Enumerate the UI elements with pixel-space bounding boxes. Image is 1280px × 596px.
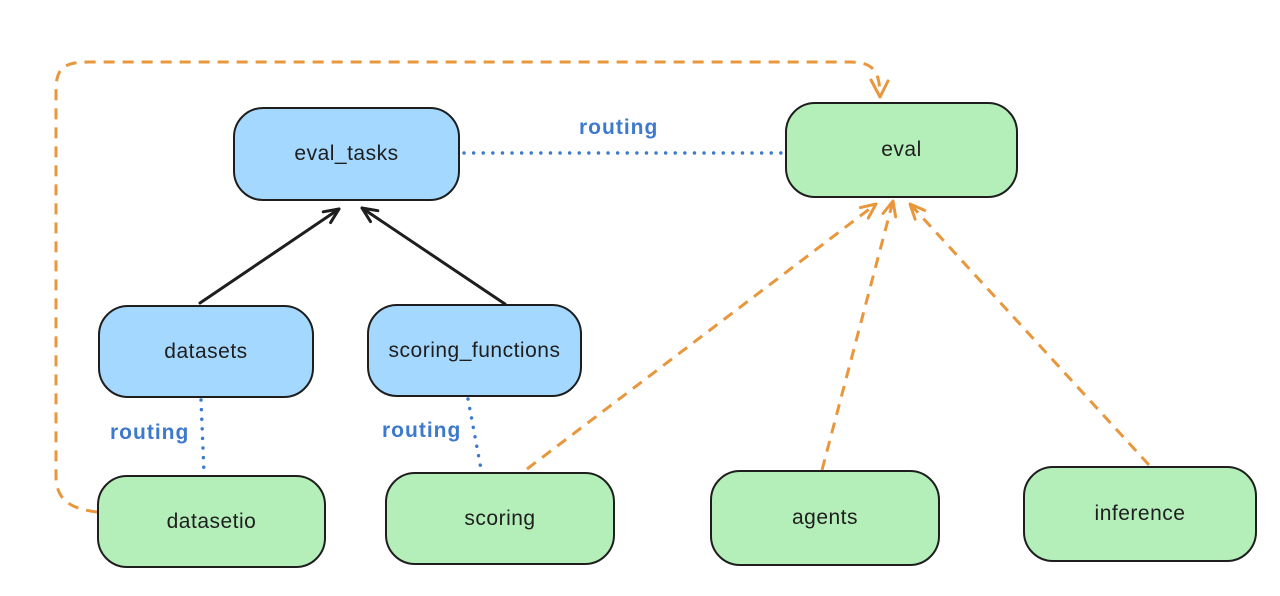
arrowhead bbox=[858, 202, 878, 220]
arrowhead bbox=[360, 206, 380, 224]
edge-label-routing-top: routing bbox=[579, 116, 659, 139]
node-eval-tasks: eval_tasks bbox=[233, 107, 460, 201]
edge-agents-to-eval bbox=[820, 199, 898, 471]
node-scoring-functions: scoring_functions bbox=[367, 304, 582, 397]
edge-scoring-to-eval bbox=[526, 202, 878, 471]
node-agents: agents bbox=[710, 470, 940, 566]
node-label: datasetio bbox=[166, 509, 257, 533]
node-label: inference bbox=[1094, 502, 1186, 525]
edge-scoring-functions-to-scoring bbox=[466, 397, 483, 471]
edge-line bbox=[820, 200, 895, 471]
edge-datasets-to-eval-tasks bbox=[198, 207, 341, 305]
edge-line bbox=[526, 202, 877, 471]
edge-label-routing-datasetio: routing bbox=[110, 421, 190, 444]
edge-datasetio-to-eval bbox=[54, 60, 890, 514]
edge-line bbox=[360, 206, 507, 306]
node-label: eval_tasks bbox=[294, 142, 399, 165]
node-eval: eval bbox=[785, 102, 1018, 198]
arrowhead bbox=[869, 78, 890, 99]
arrowhead bbox=[908, 202, 927, 221]
edge-label-routing-scoring: routing bbox=[382, 419, 462, 442]
node-label: agents bbox=[791, 506, 859, 529]
node-datasets: datasets bbox=[98, 305, 314, 398]
node-label: scoring_functions bbox=[388, 338, 561, 362]
edge-scoring-functions-to-eval-tasks bbox=[360, 206, 507, 306]
edge-path bbox=[54, 60, 882, 514]
edge-inference-to-eval bbox=[908, 202, 1151, 467]
node-label: scoring bbox=[464, 506, 536, 530]
edge-line bbox=[908, 202, 1151, 467]
node-inference: inference bbox=[1023, 466, 1257, 562]
edge-datasets-to-datasetio bbox=[199, 398, 206, 475]
node-datasetio: datasetio bbox=[97, 475, 326, 568]
edge-line bbox=[199, 398, 206, 475]
edge-line bbox=[198, 207, 341, 305]
node-label: eval bbox=[881, 138, 922, 161]
node-scoring: scoring bbox=[385, 472, 615, 565]
node-label: datasets bbox=[164, 339, 248, 363]
arrowhead bbox=[321, 207, 341, 225]
edge-line bbox=[466, 397, 483, 471]
arrowhead bbox=[881, 199, 898, 219]
